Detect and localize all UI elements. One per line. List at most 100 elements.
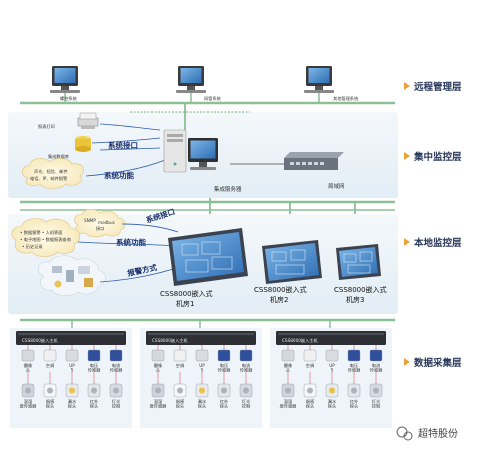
lan-switch: 局域网 bbox=[230, 152, 345, 190]
func-line-3: • 历史记录 bbox=[22, 243, 43, 250]
device-label: 电压传感器 bbox=[348, 362, 361, 374]
central-function-label: 系统功能 bbox=[104, 170, 134, 180]
monitor-icon bbox=[180, 68, 202, 83]
speaker-icon bbox=[84, 278, 93, 287]
device-icon bbox=[151, 349, 165, 362]
sensor-label: 温湿度传感器 bbox=[150, 398, 168, 410]
func-line-1: • 数据报警 • 人机界面 bbox=[20, 229, 62, 236]
device-icon bbox=[173, 349, 187, 362]
pc-icon bbox=[52, 266, 62, 273]
watermark: 超特股份 bbox=[396, 426, 458, 441]
database: 集成数据库 bbox=[48, 136, 161, 160]
wechat-icon bbox=[396, 426, 408, 438]
phone-icon bbox=[66, 270, 74, 282]
device-label: 摄像头 bbox=[24, 362, 33, 374]
alarm-cloud: 声光、短信、邮件 电话、IP、邮件报警 bbox=[21, 158, 84, 189]
cloud-line-1: 声光、短信、邮件 bbox=[34, 168, 68, 175]
sensor-label: 红外探头 bbox=[220, 398, 229, 410]
device-icon bbox=[217, 349, 231, 362]
printer: 报表打印 bbox=[38, 112, 161, 131]
sensor-label: 灯光控制 bbox=[112, 398, 120, 410]
host-label: CSS8000嵌入主机 bbox=[282, 337, 318, 344]
remote-layer: 螺控系统 网管系统 其他管理系统 远程管理层 bbox=[20, 66, 462, 105]
database-label: 集成数据库 bbox=[48, 153, 69, 160]
sensor-label: 烟感探头 bbox=[306, 398, 314, 410]
host-label: CSS8000嵌入主机 bbox=[152, 337, 188, 344]
device-label: 摄像头 bbox=[154, 362, 163, 374]
machine-3-line2: 机房3 bbox=[346, 295, 364, 304]
machine-1-line1: CSS8000嵌入式 bbox=[160, 289, 213, 298]
layer-label-remote: 远程管理层 bbox=[414, 81, 462, 93]
server-label: 集成服务器 bbox=[214, 185, 242, 193]
device-label: 电压传感器 bbox=[218, 362, 231, 374]
device-icon bbox=[21, 349, 35, 362]
sensor-label: 红外探头 bbox=[90, 398, 99, 410]
device-icon bbox=[303, 349, 317, 362]
lan-label: 局域网 bbox=[328, 182, 345, 190]
monitor-icon bbox=[54, 68, 76, 83]
device-label: 电流传感器 bbox=[240, 362, 253, 374]
func-line-2: • 电子地图 • 数据报表查询 bbox=[20, 236, 71, 243]
host-label: CSS8000嵌入主机 bbox=[22, 337, 58, 344]
device-label: 电流传感器 bbox=[110, 362, 123, 374]
arrow-icon bbox=[404, 358, 410, 366]
central-layer: 报表打印 集成数据库 声光、短信、邮件 电话、IP、邮件报警 系统接口 系统功能 bbox=[8, 103, 462, 198]
cloud-line-2: 电话、IP、邮件报警 bbox=[30, 175, 68, 182]
printer-label: 报表打印 bbox=[38, 123, 55, 130]
workstation-2: 网管系统 bbox=[176, 66, 221, 103]
layer-label-acquisition: 数据采集层 bbox=[413, 357, 462, 369]
acquisition-panel bbox=[270, 328, 392, 428]
device-icon bbox=[109, 349, 123, 362]
workstation-3: 其他管理系统 bbox=[304, 66, 358, 103]
device-label: 电流传感器 bbox=[370, 362, 383, 374]
sensor-label: 温湿度传感器 bbox=[20, 398, 38, 410]
arrow-icon bbox=[404, 238, 410, 246]
sensor-label: 灯光控制 bbox=[372, 398, 380, 410]
device-icon bbox=[325, 349, 339, 362]
local-layer: SNMP modbus 接口 • 数据报警 • 人机界面 • 电子地图 • 数据… bbox=[8, 206, 462, 314]
layer-label-central: 集中监控层 bbox=[413, 151, 462, 163]
arrow-icon bbox=[404, 152, 410, 160]
watermark-text: 超特股份 bbox=[418, 427, 458, 440]
device-label: 空调 bbox=[306, 362, 314, 369]
snmp-cloud: SNMP modbus 接口 bbox=[74, 209, 126, 238]
snmp-line-1: SNMP bbox=[84, 218, 96, 223]
system-label-3: 其他管理系统 bbox=[333, 95, 358, 102]
device-icon bbox=[281, 349, 295, 362]
device-icon bbox=[369, 349, 383, 362]
device-label: 空调 bbox=[46, 362, 54, 369]
monitor-icon bbox=[308, 68, 330, 83]
monitor-icon bbox=[190, 140, 216, 159]
sensor-label: 温湿度传感器 bbox=[280, 398, 298, 410]
alarm-devices-cloud bbox=[38, 255, 106, 296]
local-function-label: 系统功能 bbox=[116, 237, 146, 247]
machine-2-line1: CSS8000嵌入式 bbox=[254, 285, 307, 294]
embedded-machine-3: CSS8000嵌入式 机房3 bbox=[334, 244, 387, 304]
embedded-machine-1: CSS8000嵌入式 机房1 bbox=[160, 228, 248, 308]
snmp-line-3: 接口 bbox=[96, 225, 104, 232]
workstation-1: 螺控系统 bbox=[50, 66, 80, 103]
acquisition-panel bbox=[140, 328, 262, 428]
device-label: 空调 bbox=[176, 362, 184, 369]
sensor-label: 漏水探头 bbox=[68, 398, 77, 410]
printer-icon bbox=[78, 266, 90, 274]
layer-label-local: 本地监控层 bbox=[414, 237, 462, 249]
integration-server: 集成服务器 bbox=[163, 129, 242, 193]
functions-cloud: • 数据报警 • 人机界面 • 电子地图 • 数据报表查询 • 历史记录 bbox=[11, 218, 81, 257]
device-icon bbox=[65, 349, 79, 362]
embedded-machine-2: CSS8000嵌入式 机房2 bbox=[254, 240, 322, 304]
device-icon bbox=[347, 349, 361, 362]
machine-1-line2: 机房1 bbox=[176, 299, 194, 308]
machine-3-line1: CSS8000嵌入式 bbox=[334, 285, 387, 294]
system-label-1: 螺控系统 bbox=[60, 95, 77, 102]
arrow-icon bbox=[404, 82, 410, 90]
alarm-light-icon bbox=[54, 280, 62, 288]
sensor-label: 漏水探头 bbox=[328, 398, 337, 410]
